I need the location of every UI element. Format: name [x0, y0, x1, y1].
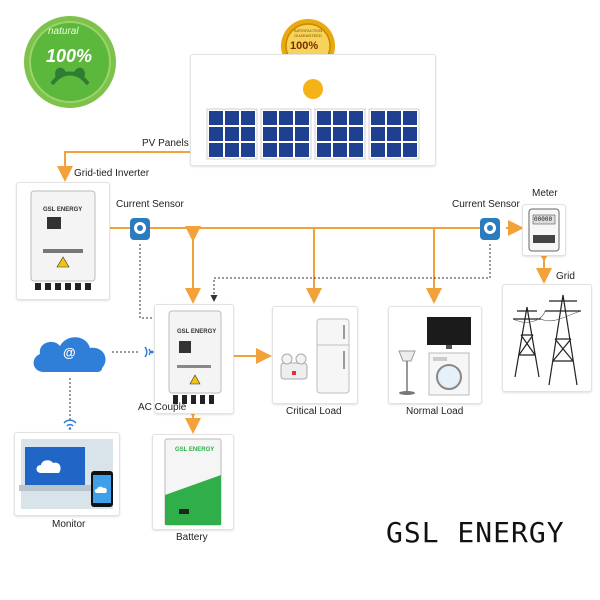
left-sensor-signal-line — [139, 244, 162, 322]
solar-cell — [317, 143, 331, 157]
solar-cell — [387, 143, 401, 157]
solar-cell — [241, 127, 255, 141]
natural-seal-percent: 100% — [46, 46, 93, 66]
solar-cell — [209, 127, 223, 141]
grid-tied-inverter-brand: GSL ENERGY — [43, 207, 83, 213]
monitor-label: Monitor — [52, 519, 86, 530]
transmission-tower-icon — [512, 294, 582, 386]
solar-cell — [333, 111, 347, 125]
ac-couple-label: AC Couple — [138, 402, 187, 413]
pv-panels-label: PV Panels — [142, 138, 189, 149]
solar-cell — [403, 111, 417, 125]
grid-card — [502, 284, 592, 392]
solar-cell — [263, 127, 277, 141]
solar-cell — [241, 143, 255, 157]
grid-label: Grid — [556, 271, 575, 282]
cloud-at-symbol: @ — [63, 345, 76, 360]
cloud-icon — [33, 337, 106, 372]
grid-tied-inverter-label: Grid-tied Inverter — [74, 168, 150, 179]
meter-icon — [528, 208, 560, 252]
meter-reading: 00000 — [534, 216, 553, 223]
solar-cell — [387, 127, 401, 141]
normal-load-label: Normal Load — [406, 406, 464, 417]
solar-cell — [263, 143, 277, 157]
solar-cell — [295, 111, 309, 125]
critical-load-label: Critical Load — [286, 406, 342, 417]
natural-seal-icon — [24, 16, 116, 108]
solar-cell — [279, 143, 293, 157]
solar-cell — [349, 111, 363, 125]
solar-cell — [209, 143, 223, 157]
solar-cell — [403, 127, 417, 141]
current-sensor-left-label: Current Sensor — [116, 199, 184, 210]
ac-couple-card: GSL ENERGY — [154, 304, 234, 414]
pv-to-inverter-line — [57, 151, 190, 182]
solar-cell — [295, 127, 309, 141]
ac-couple-inverter-icon — [168, 310, 222, 404]
solar-cell — [225, 143, 239, 157]
battery-icon — [164, 438, 222, 526]
solar-cell — [349, 143, 363, 157]
laptop-phone-monitor-icon — [19, 439, 113, 509]
refrigerator-lamp-icon — [280, 318, 350, 394]
battery-card: GSL ENERGY — [152, 434, 234, 530]
ac-couple-brand: GSL ENERGY — [177, 329, 217, 335]
satisfaction-seal-arc-text: SATISFACTION GUARANTEED — [293, 28, 323, 38]
right-sensor-signal-line — [210, 244, 491, 302]
current-sensor-left-icon — [130, 218, 150, 240]
grid-tied-inverter-icon — [30, 190, 96, 290]
solar-cell — [403, 143, 417, 157]
battery-label: Battery — [176, 532, 208, 543]
solar-cell — [317, 111, 331, 125]
sun-icon — [303, 79, 323, 99]
solar-panels-icon — [206, 79, 420, 160]
grid-tied-inverter-card: GSL ENERGY — [16, 182, 110, 300]
solar-cell — [279, 127, 293, 141]
meter-label: Meter — [532, 188, 558, 199]
current-sensor-right-label: Current Sensor — [452, 199, 520, 210]
brand-footer: GSL ENERGY — [386, 516, 565, 549]
solar-cell — [225, 111, 239, 125]
wifi-monitor-icon — [63, 419, 77, 430]
wifi-icon — [144, 346, 154, 358]
satisfaction-seal-percent: 100% — [290, 40, 319, 52]
home-appliances-icon — [398, 317, 471, 396]
critical-load-card — [272, 306, 358, 404]
solar-cell — [371, 127, 385, 141]
natural-seal: natural 100% — [22, 14, 118, 110]
solar-cell — [209, 111, 223, 125]
solar-cell — [371, 111, 385, 125]
solar-cell — [263, 111, 277, 125]
normal-load-card — [388, 306, 482, 404]
solar-cell — [387, 111, 401, 125]
current-sensor-right-icon — [480, 218, 500, 240]
solar-cell — [349, 127, 363, 141]
pv-panels-card — [190, 54, 436, 166]
battery-brand: GSL ENERGY — [175, 447, 215, 453]
meter-card: 00000 — [522, 204, 566, 256]
solar-cell — [225, 127, 239, 141]
solar-cell — [317, 127, 331, 141]
solar-cell — [333, 127, 347, 141]
natural-seal-top-text: natural — [48, 26, 79, 37]
solar-cell — [295, 143, 309, 157]
solar-cell — [279, 111, 293, 125]
solar-cell — [333, 143, 347, 157]
solar-cell — [241, 111, 255, 125]
solar-cell — [371, 143, 385, 157]
monitor-card — [14, 432, 120, 516]
